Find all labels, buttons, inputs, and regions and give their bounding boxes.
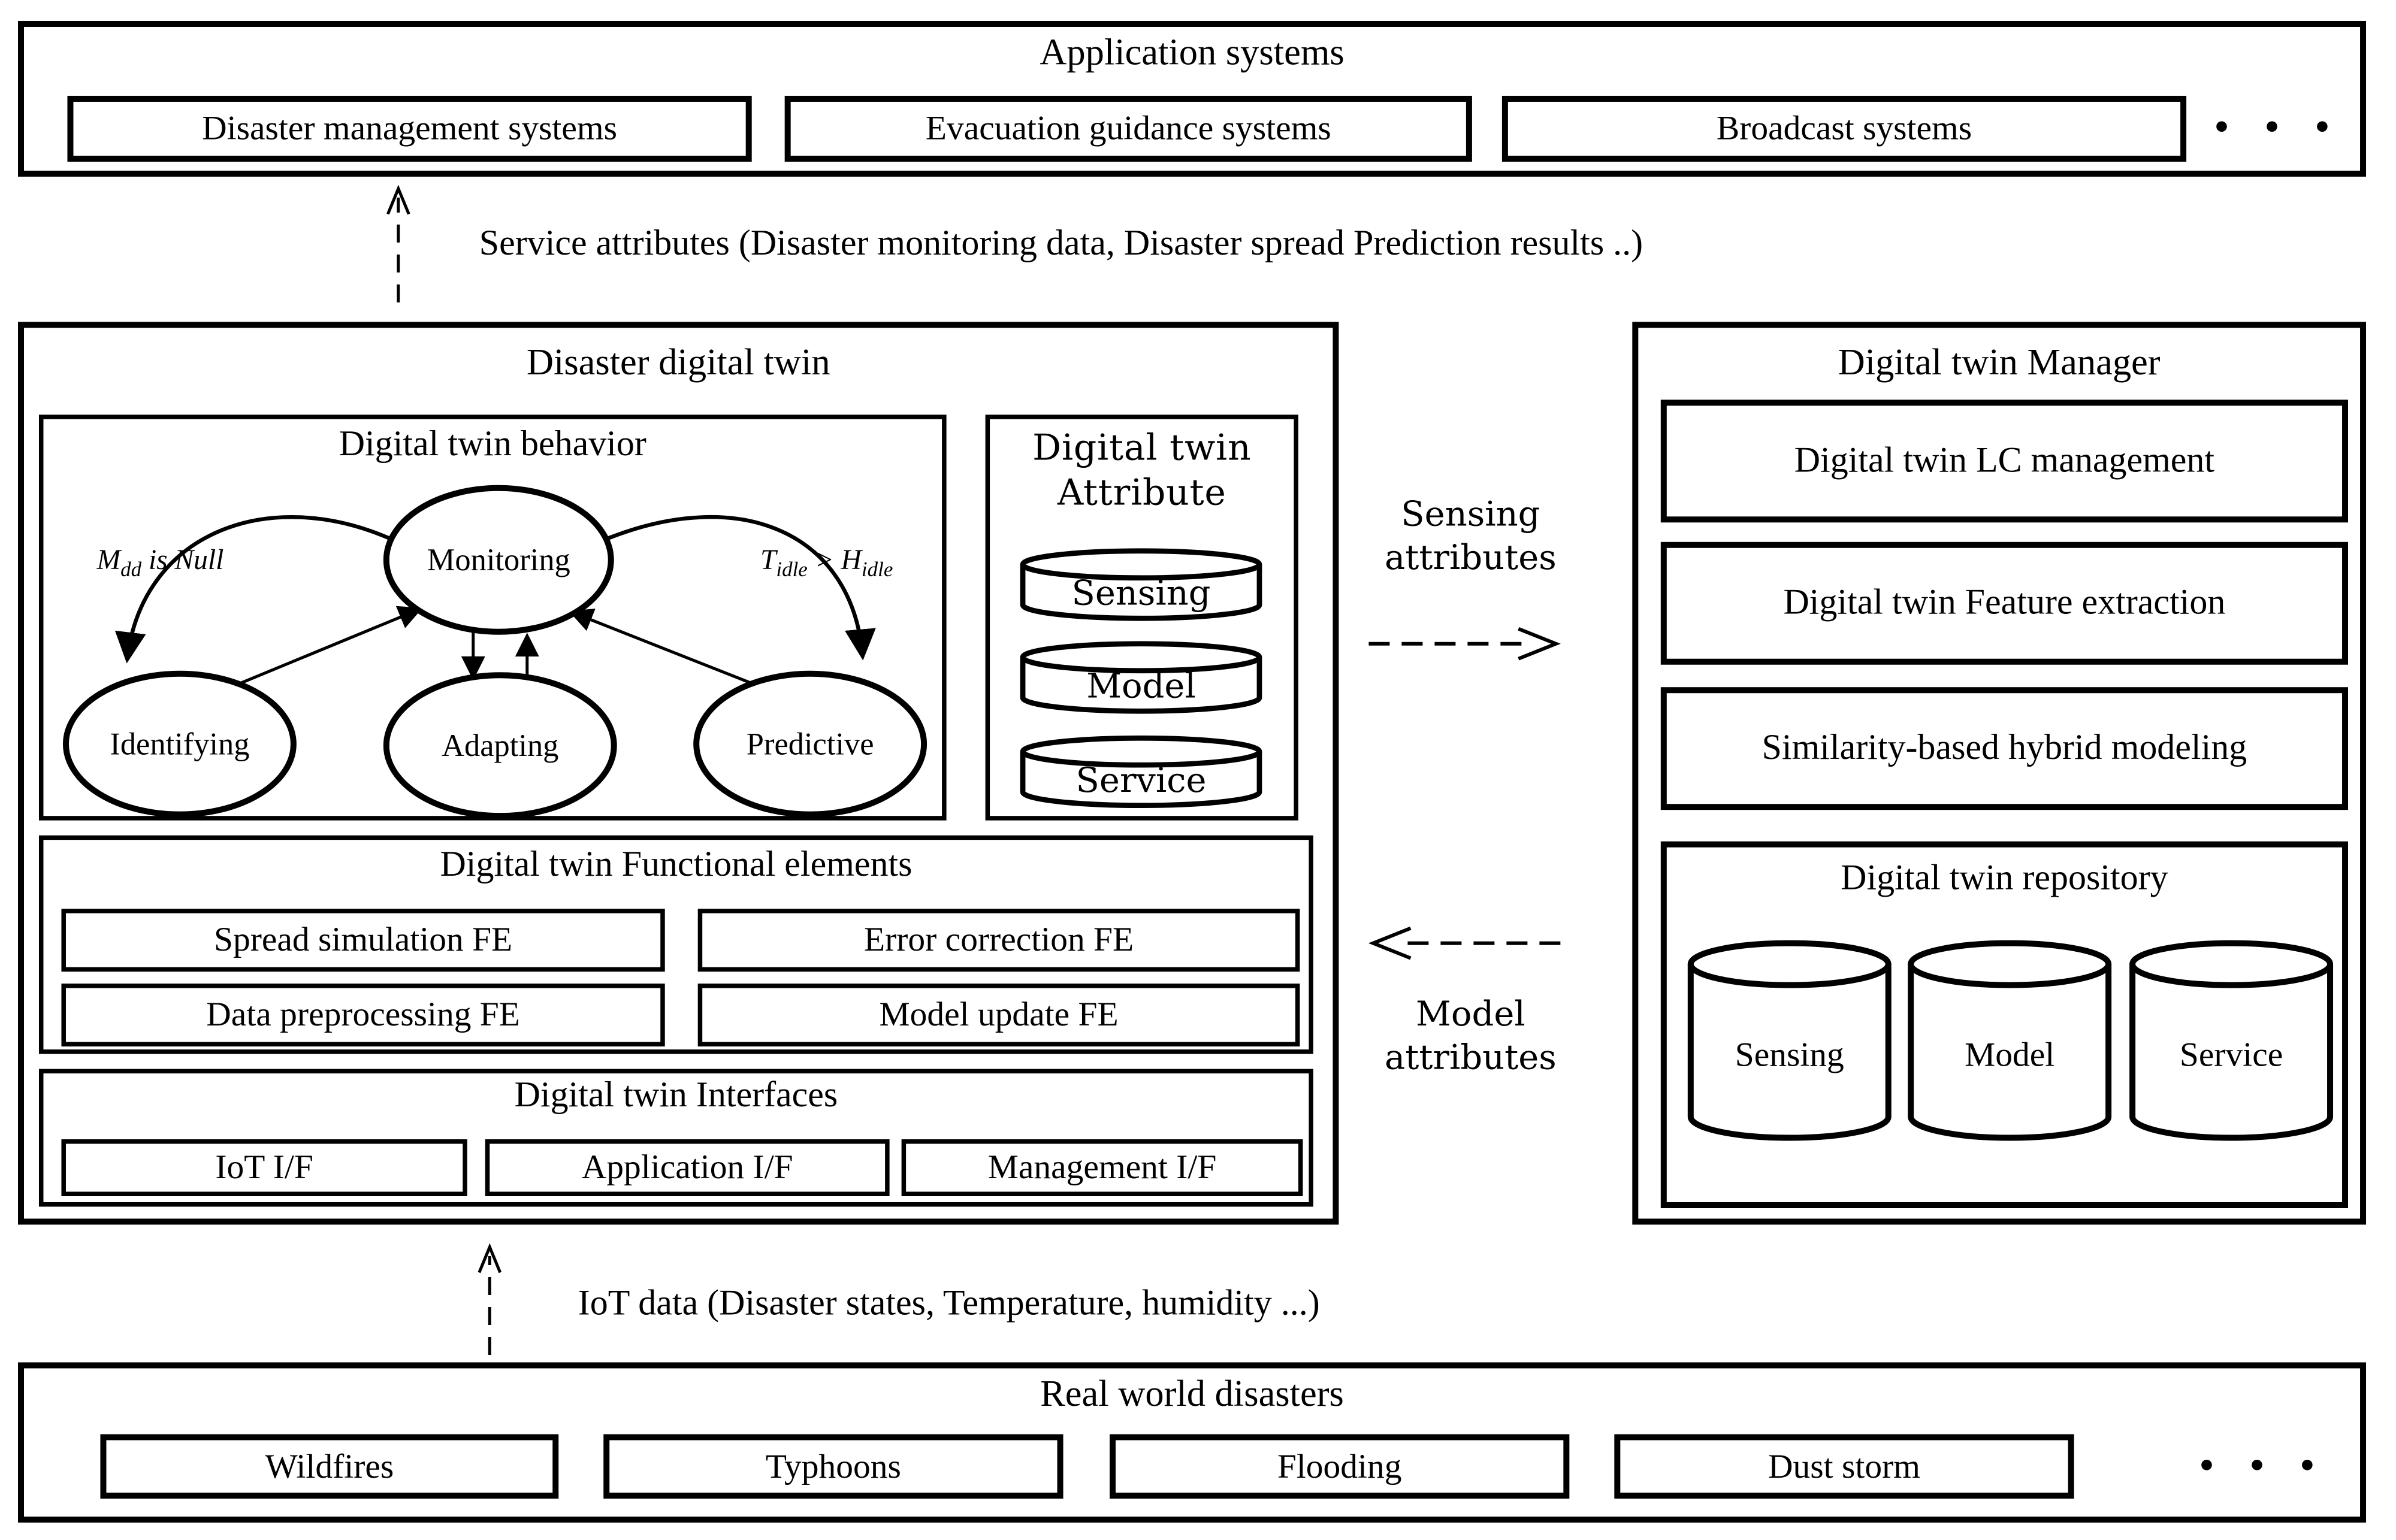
attribute-cylinder-model-top-icon (1020, 641, 1262, 674)
digital-twin-attribute-title-line2: Attribute (1057, 471, 1226, 514)
behavior-state-diagram: Monitoring Identifying Adapting Predicti… (62, 485, 927, 819)
repository-box: Digital twin repository Sensing Model Se… (1660, 841, 2349, 1208)
evacuation-guidance-systems-box: Evacuation guidance systems (784, 95, 1472, 162)
model-attributes-line2: attributes (1384, 1039, 1557, 1078)
digital-twin-behavior-box: Digital twin behavior (38, 415, 947, 821)
sensing-attributes-line1: Sensing (1401, 495, 1540, 535)
spread-simulation-fe-box: Spread simulation FE (61, 909, 665, 972)
arc-monitoring-to-identifying (114, 515, 392, 664)
iot-data-up-arrow-icon (478, 1243, 502, 1355)
attribute-cylinder-sensing-top-icon (1020, 548, 1262, 581)
broadcast-systems-box: Broadcast systems (1501, 95, 2187, 162)
application-interface-box: Application I/F (485, 1139, 890, 1197)
state-identifying-label: Identifying (110, 727, 249, 762)
similarity-hybrid-modeling-box: Similarity-based hybrid modeling (1660, 687, 2349, 810)
model-attributes-line1: Model (1416, 996, 1525, 1035)
application-systems-title: Application systems (1040, 32, 1344, 74)
repository-cylinder-model-top-icon (1908, 940, 2112, 988)
repository-cylinder-service-top-icon (2129, 940, 2334, 988)
line-predictive-to-monitoring (569, 609, 759, 688)
digital-twin-attribute-box: Digital twin Attribute Sensing Model Ser… (985, 415, 1298, 821)
digital-twin-attribute-title-line1: Digital twin (1032, 426, 1252, 469)
attribute-cylinder-model-label: Model (1086, 666, 1196, 706)
state-identifying (62, 670, 297, 818)
service-attributes-label: Service attributes (Disaster monitoring … (479, 224, 1643, 264)
service-attributes-up-arrow-icon (386, 184, 410, 302)
functional-elements-title: Digital twin Functional elements (440, 846, 913, 885)
disaster-digital-twin-title: Disaster digital twin (526, 343, 830, 383)
real-world-disasters-title: Real world disasters (1040, 1374, 1344, 1415)
interfaces-box: Digital twin Interfaces IoT I/F Applicat… (38, 1069, 1313, 1207)
real-world-ellipsis: • • • (2199, 1443, 2328, 1487)
lc-management-box: Digital twin LC management (1660, 400, 2349, 523)
repository-cylinder-service-label: Service (2180, 1036, 2283, 1074)
digital-twin-behavior-title: Digital twin behavior (339, 425, 646, 464)
state-predictive-label: Predictive (747, 727, 874, 762)
attribute-cylinder-sensing-label: Sensing (1071, 573, 1210, 613)
state-predictive (693, 670, 927, 818)
management-interface-box: Management I/F (901, 1139, 1303, 1197)
functional-elements-box: Digital twin Functional elements Spread … (38, 835, 1313, 1054)
repository-cylinder-model-icon (1908, 964, 2112, 1141)
disaster-management-systems-box: Disaster management systems (67, 95, 752, 162)
feature-extraction-box: Digital twin Feature extraction (1660, 541, 2349, 665)
data-preprocessing-fe-box: Data preprocessing FE (61, 984, 665, 1047)
error-correction-fe-box: Error correction FE (697, 909, 1300, 972)
state-adapting-label: Adapting (442, 728, 558, 763)
state-monitoring (383, 485, 614, 635)
condition-tidle-hidle-label: Tidle > Hidle (760, 544, 893, 581)
model-attributes-label: Model attributes (1339, 994, 1602, 1081)
sensing-attributes-right-arrow-icon (1368, 627, 1561, 661)
state-adapting (383, 672, 617, 819)
disaster-digital-twin-box: Disaster digital twin Digital twin behav… (17, 322, 1339, 1225)
attribute-cylinder-service-top-icon (1020, 735, 1262, 768)
arc-monitoring-to-predictive (606, 515, 876, 661)
typhoons-box: Typhoons (603, 1434, 1063, 1499)
state-monitoring-label: Monitoring (427, 543, 570, 577)
iot-interface-box: IoT I/F (61, 1139, 467, 1197)
digital-twin-manager-title: Digital twin Manager (1838, 343, 2161, 383)
attribute-cylinders: Sensing Model Service (1020, 548, 1262, 809)
line-identifying-to-monitoring (237, 606, 423, 686)
repository-cylinder-sensing-icon (1687, 964, 1892, 1141)
repository-cylinder-sensing-label: Sensing (1735, 1036, 1844, 1074)
repository-title: Digital twin repository (1841, 859, 2168, 898)
sensing-attributes-label: Sensing attributes (1339, 494, 1602, 581)
repository-cylinders: Sensing Model Service (1687, 940, 2334, 1141)
model-update-fe-box: Model update FE (697, 984, 1300, 1047)
application-ellipsis: • • • (2214, 104, 2343, 149)
digital-twin-manager-box: Digital twin Manager Digital twin LC man… (1632, 322, 2367, 1225)
wildfires-box: Wildfires (100, 1434, 559, 1499)
repository-cylinder-sensing-top-icon (1687, 940, 1892, 988)
repository-cylinder-model-label: Model (1965, 1036, 2054, 1074)
application-systems-box: Application systems Disaster management … (17, 20, 2367, 177)
repository-cylinder-service-icon (2129, 964, 2334, 1141)
model-attributes-left-arrow-icon (1368, 926, 1561, 960)
iot-data-label: IoT data (Disaster states, Temperature, … (578, 1284, 1320, 1324)
attribute-cylinder-service-label: Service (1076, 760, 1207, 800)
sensing-attributes-line2: attributes (1384, 538, 1557, 578)
condition-mdd-null-label: Mdd is Null (96, 544, 224, 581)
real-world-disasters-box: Real world disasters Wildfires Typhoons … (17, 1362, 2367, 1523)
dust-storm-box: Dust storm (1614, 1434, 2074, 1499)
interfaces-title: Digital twin Interfaces (514, 1076, 838, 1116)
flooding-box: Flooding (1110, 1434, 1570, 1499)
